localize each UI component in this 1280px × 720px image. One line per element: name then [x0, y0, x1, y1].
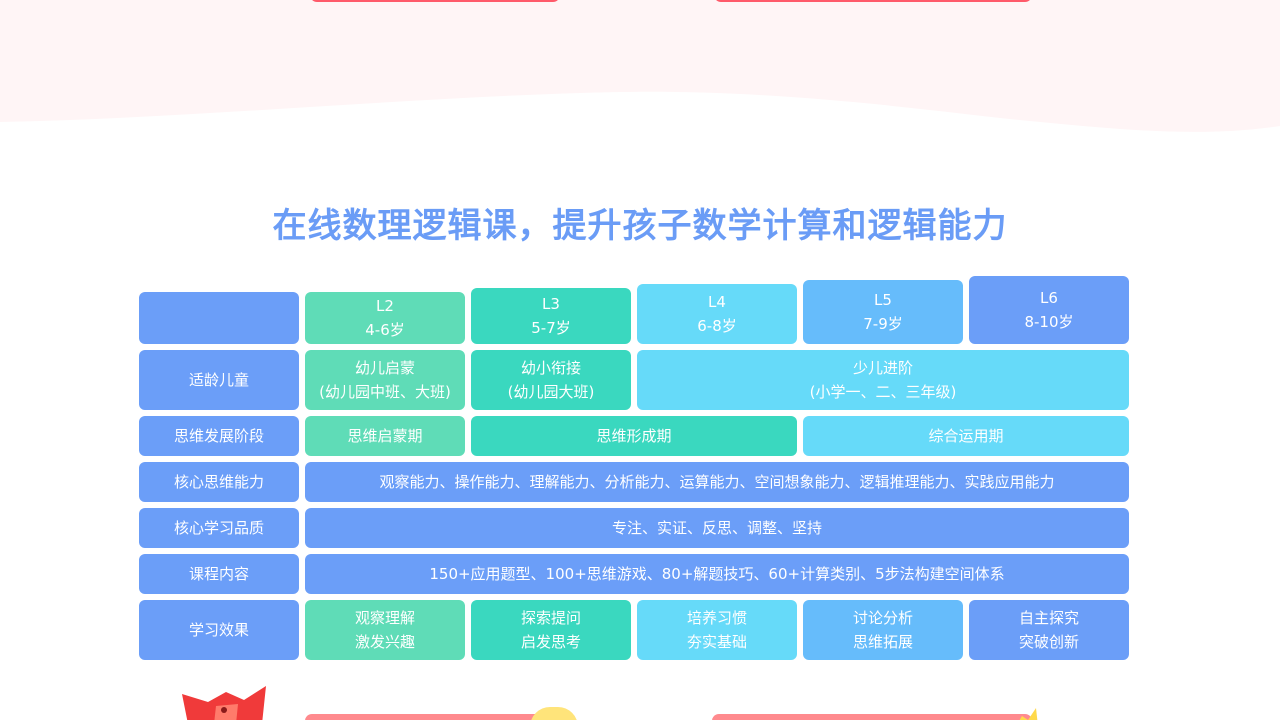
- course-content-cell: 150+应用题型、100+思维游戏、80+解题技巧、60+计算类别、5步法构建空…: [305, 554, 1129, 594]
- learning-effect-cell: 培养习惯 夯实基础: [637, 600, 797, 660]
- table-corner-cell: [139, 292, 299, 344]
- level-header-l2: L2 4-6岁: [305, 292, 465, 344]
- level-header-l6: L6 8-10岁: [969, 276, 1129, 344]
- learning-effect-cell: 探索提问 启发思考: [471, 600, 631, 660]
- row-label-thinking-stage: 思维发展阶段: [139, 416, 299, 456]
- thinking-stage-cell: 思维形成期: [471, 416, 797, 456]
- level-age: 8-10岁: [1024, 313, 1074, 331]
- level-label: L4: [708, 293, 726, 311]
- star-icon: [1019, 708, 1038, 720]
- row-label-core-ability: 核心思维能力: [139, 462, 299, 502]
- learning-effect-cell: 自主探究 突破创新: [969, 600, 1129, 660]
- section-heading: 在线数理逻辑课，提升孩子数学计算和逻辑能力: [272, 206, 1008, 246]
- core-ability-cell: 观察能力、操作能力、理解能力、分析能力、运算能力、空间想象能力、逻辑推理能力、实…: [305, 462, 1129, 502]
- level-age: 5-7岁: [531, 319, 571, 337]
- top-cta-button-left[interactable]: [310, 0, 560, 2]
- learning-effect-cell: 讨论分析 思维拓展: [803, 600, 963, 660]
- row-label-learning-effect: 学习效果: [139, 600, 299, 660]
- thinking-stage-cell: 综合运用期: [803, 416, 1129, 456]
- level-header-l3: L3 5-7岁: [471, 288, 631, 344]
- row-label-learning-quality: 核心学习品质: [139, 508, 299, 548]
- level-age: 7-9岁: [863, 315, 903, 333]
- row-label-suitable-age: 适龄儿童: [139, 350, 299, 410]
- learning-quality-cell: 专注、实证、反思、调整、坚持: [305, 508, 1129, 548]
- fox-mascot-image: [182, 686, 266, 720]
- level-header-l4: L4 6-8岁: [637, 284, 797, 344]
- suitable-age-cell: 幼小衔接 (幼儿园大班): [471, 350, 631, 410]
- thinking-stage-cell: 思维启蒙期: [305, 416, 465, 456]
- level-age: 6-8岁: [697, 317, 737, 335]
- bottom-cta-button-right[interactable]: [712, 714, 1032, 720]
- top-cta-button-right[interactable]: [714, 0, 1032, 2]
- level-label: L3: [542, 295, 560, 313]
- level-label: L6: [1040, 289, 1058, 307]
- yellow-decoration-shape: [530, 707, 578, 720]
- level-header-l5: L5 7-9岁: [803, 280, 963, 344]
- suitable-age-cell: 幼儿启蒙 (幼儿园中班、大班): [305, 350, 465, 410]
- level-age: 4-6岁: [365, 321, 405, 339]
- row-label-course-content: 课程内容: [139, 554, 299, 594]
- top-wave-background: [0, 0, 1280, 132]
- bottom-cta-button-left[interactable]: [305, 714, 555, 720]
- learning-effect-cell: 观察理解 激发兴趣: [305, 600, 465, 660]
- suitable-age-cell: 少儿进阶 (小学一、二、三年级): [637, 350, 1129, 410]
- level-label: L2: [376, 297, 394, 315]
- level-label: L5: [874, 291, 892, 309]
